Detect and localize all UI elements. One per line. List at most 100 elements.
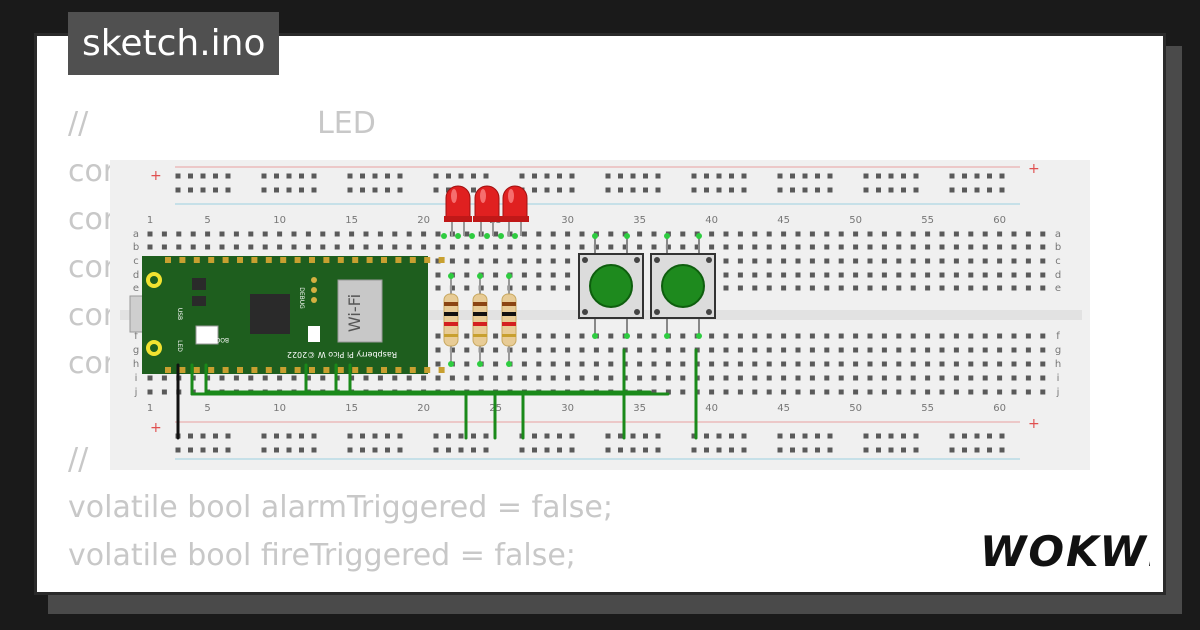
rail-hole	[360, 433, 365, 439]
breadboard-hole	[349, 244, 355, 250]
breadboard-hole	[565, 333, 571, 339]
breadboard-hole	[190, 244, 196, 250]
pico-pin	[237, 367, 243, 373]
rail-hole	[876, 173, 881, 179]
rail-hole	[827, 173, 833, 179]
breadboard-hole	[737, 389, 743, 395]
breadboard-hole	[464, 375, 470, 381]
breadboard-hole	[493, 375, 499, 381]
breadboard-hole	[665, 375, 671, 381]
breadboard-hole	[910, 361, 916, 367]
rail-plus-label: +	[1028, 416, 1040, 432]
breadboard-hole	[579, 375, 585, 381]
rail-hole	[802, 173, 808, 179]
breadboard-hole	[651, 347, 657, 353]
breadboard-hole	[752, 389, 758, 395]
breadboard-hole	[550, 333, 556, 339]
breadboard-hole	[809, 244, 815, 250]
pushbutton-cap[interactable]	[661, 264, 705, 308]
breadboard-hole	[881, 389, 887, 395]
pico-pin	[337, 257, 344, 263]
rail-hole	[777, 433, 783, 439]
rail-hole	[397, 447, 403, 453]
rail-hole	[200, 173, 206, 179]
breadboard-hole	[953, 389, 959, 395]
breadboard-hole	[824, 258, 830, 264]
breadboard-hole	[478, 285, 484, 291]
breadboard-hole	[925, 375, 931, 381]
bootsel-button[interactable]	[195, 325, 219, 345]
breadboard-hole	[421, 231, 427, 237]
rail-hole	[225, 173, 231, 179]
breadboard-hole	[824, 244, 830, 250]
breadboard-hole	[939, 244, 945, 250]
rail-hole	[888, 433, 894, 439]
breadboard-hole	[939, 231, 945, 237]
breadboard: + + + + 11551010151520202525303035354040…	[110, 160, 1090, 470]
breadboard-hole	[766, 389, 772, 395]
breadboard-hole	[997, 244, 1003, 250]
rail-hole	[311, 433, 317, 439]
breadboard-hole	[737, 347, 743, 353]
breadboard-hole	[478, 375, 484, 381]
breadboard-hole	[737, 258, 743, 264]
pushbutton-cap[interactable]	[589, 264, 633, 308]
breadboard-hole	[1011, 285, 1017, 291]
breadboard-hole	[493, 361, 499, 367]
breadboard-hole	[896, 347, 902, 353]
pico-pin	[179, 257, 186, 263]
wokwi-logo-text: WOKWi	[980, 527, 1150, 576]
rail-hole	[274, 433, 279, 439]
debug-pin	[311, 287, 317, 293]
breadboard-hole	[1025, 389, 1031, 395]
debug-pin	[311, 277, 317, 283]
breadboard-hole	[277, 231, 283, 237]
breadboard-hole	[1025, 258, 1031, 264]
breadboard-hole	[795, 389, 801, 395]
rail-hole	[286, 433, 292, 439]
pico-pin	[323, 257, 330, 263]
rail-hole	[691, 447, 697, 453]
breadboard-hole	[737, 231, 743, 237]
row-letter: g	[1055, 345, 1061, 356]
breadboard-hole	[968, 244, 974, 250]
pin-indicator	[506, 361, 512, 367]
column-number: 40	[705, 403, 718, 414]
breadboard-hole	[781, 258, 787, 264]
row-letter: i	[135, 373, 138, 384]
breadboard-hole	[1040, 272, 1046, 278]
rail-hole	[618, 187, 623, 193]
breadboard-hole	[680, 347, 686, 353]
breadboard-hole	[334, 244, 340, 250]
breadboard-hole	[953, 333, 959, 339]
breadboard-hole	[939, 272, 945, 278]
rail-hole	[213, 173, 218, 179]
row-letter: c	[133, 256, 139, 267]
rail-hole	[913, 187, 919, 193]
rail-hole	[974, 433, 980, 439]
breadboard-hole	[910, 347, 916, 353]
breadboard-hole	[665, 347, 671, 353]
breadboard-hole	[953, 375, 959, 381]
breadboard-hole	[1040, 244, 1046, 250]
breadboard-hole	[925, 272, 931, 278]
breadboard-hole	[277, 375, 283, 381]
rail-hole	[544, 187, 550, 193]
breadboard-hole	[305, 244, 311, 250]
breadboard-hole	[406, 244, 412, 250]
breadboard-hole	[752, 333, 758, 339]
breadboard-hole	[853, 389, 859, 395]
breadboard-hole	[709, 361, 715, 367]
breadboard-hole	[910, 389, 916, 395]
rail-hole	[569, 433, 575, 439]
breadboard-hole	[723, 347, 729, 353]
breadboard-hole	[565, 375, 571, 381]
rail-hole	[213, 433, 218, 439]
rail-hole	[888, 447, 894, 453]
breadboard-hole	[766, 231, 772, 237]
breadboard-hole	[896, 258, 902, 264]
rail-hole	[557, 447, 562, 453]
rail-hole	[519, 447, 525, 453]
pin-indicator	[441, 233, 447, 239]
rail-hole	[385, 187, 390, 193]
